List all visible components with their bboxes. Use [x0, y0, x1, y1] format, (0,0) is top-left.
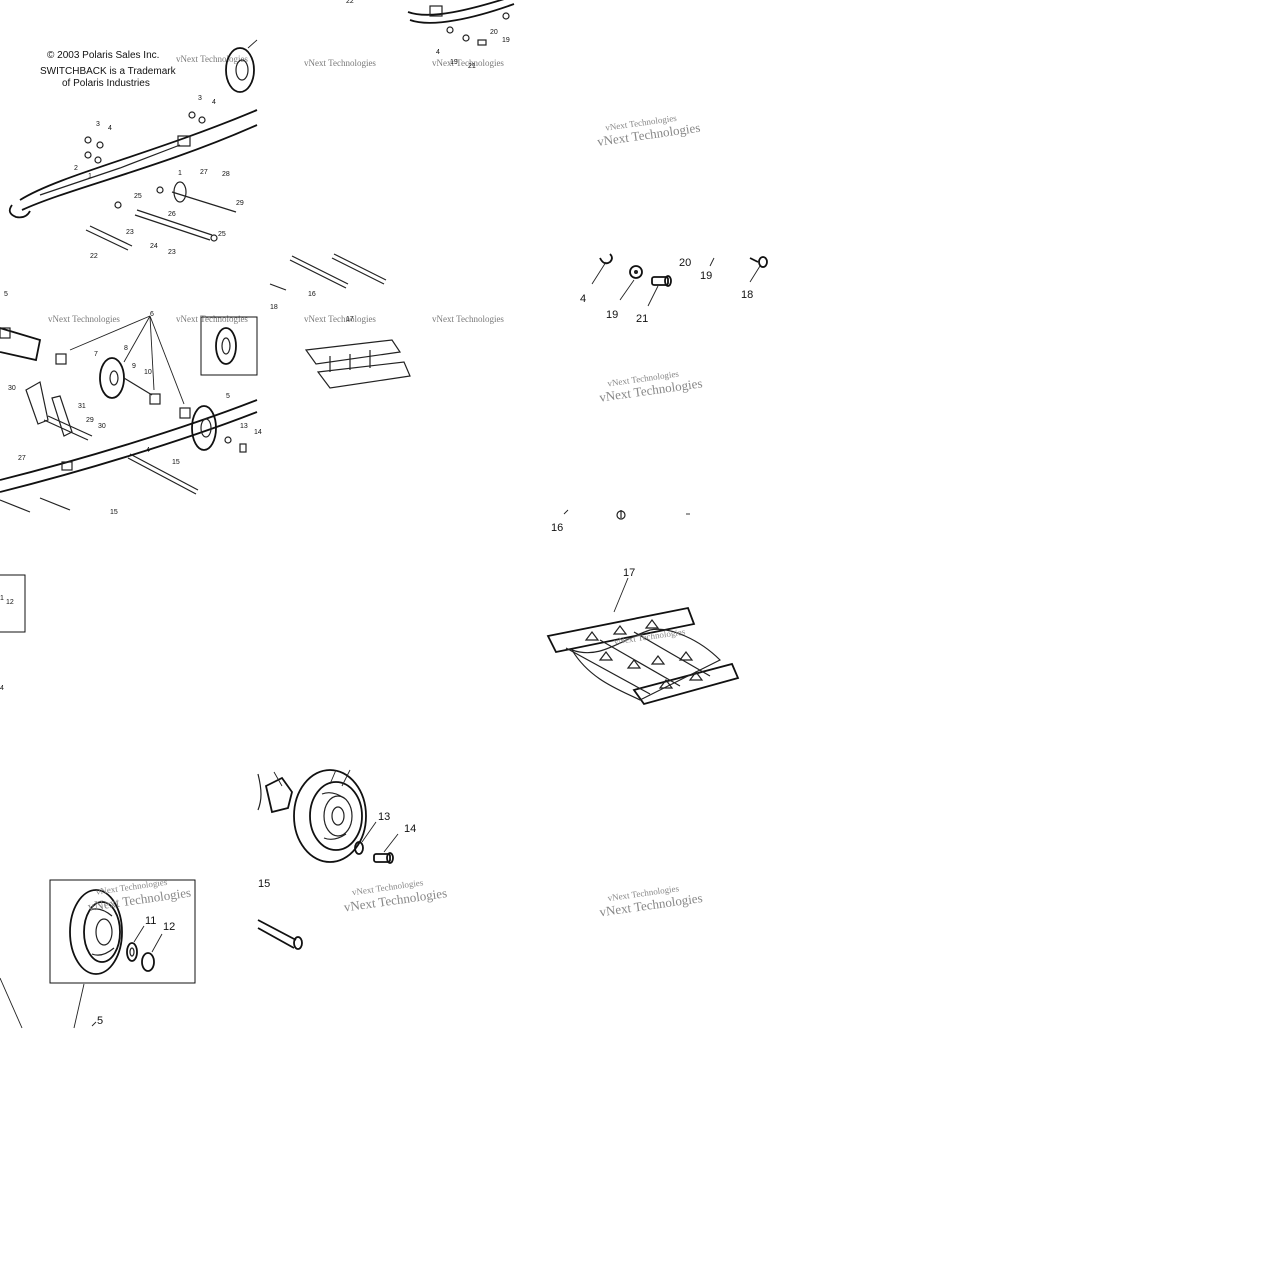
svg-text:25: 25: [134, 193, 142, 200]
svg-text:15: 15: [172, 459, 180, 466]
copyright-line-1: © 2003 Polaris Sales Inc.: [47, 50, 159, 61]
detail-hardware-fasteners: 4 19 21 20 19 18: [580, 253, 768, 325]
svg-text:2: 2: [74, 165, 78, 172]
svg-text:20: 20: [490, 29, 498, 36]
svg-text:17: 17: [346, 316, 354, 323]
watermark-small: vNext Technologies: [48, 314, 120, 324]
svg-text:22: 22: [346, 0, 354, 5]
callout-15: 15: [258, 878, 270, 890]
watermark-large: vNext Technologies vNext Technologies: [596, 113, 701, 149]
svg-text:27: 27: [18, 455, 26, 462]
callout-19: 19: [700, 270, 712, 282]
overview-tile-suspension: vNext Technologies vNext Technologies vN…: [0, 253, 504, 516]
svg-text:4: 4: [108, 125, 112, 132]
watermark-small: vNext Technologies: [176, 54, 248, 64]
svg-text:23: 23: [126, 229, 134, 236]
svg-text:25: 25: [218, 231, 226, 238]
svg-text:24: 24: [150, 243, 158, 250]
detail-track-clip: 17 vNext Technologies: [546, 567, 740, 706]
svg-text:12: 12: [6, 599, 14, 606]
svg-text:21: 21: [468, 63, 476, 70]
watermark-small: vNext Technologies: [176, 314, 248, 324]
callout-11: 11: [145, 915, 156, 927]
svg-text:29: 29: [86, 417, 94, 424]
svg-text:1: 1: [0, 595, 4, 602]
overview-callouts-a: 3 4 3 4 2 1 1 27 28 25 26 29 23 24 23 25…: [74, 95, 244, 260]
watermark-small: vNext Technologies: [432, 314, 504, 324]
axle-shafts-drawing: [85, 181, 237, 251]
callout-18: 18: [741, 289, 753, 301]
copyright-line-3: of Polaris Industries: [62, 78, 150, 89]
callout-13: 13: [378, 811, 390, 823]
svg-text:13: 13: [240, 423, 248, 430]
callout-5: 5: [97, 1015, 103, 1027]
idler-wheel-drawing: [225, 39, 258, 93]
svg-text:18: 18: [270, 304, 278, 311]
svg-text:4: 4: [0, 685, 4, 692]
detail-shaft-fragment: 16: [551, 509, 690, 534]
svg-text:31: 31: [78, 403, 86, 410]
overview-tile-inset-edge: 1 12 4: [0, 574, 26, 692]
callout-19: 19: [606, 309, 618, 321]
watermark-small: vNext Technologies: [304, 314, 376, 324]
svg-text:29: 29: [236, 200, 244, 207]
svg-text:22: 22: [90, 253, 98, 260]
callout-17: 17: [623, 567, 635, 579]
svg-text:14: 14: [254, 429, 262, 436]
slide-rail-drawing: [8, 109, 258, 219]
svg-text:10: 10: [144, 369, 152, 376]
svg-text:30: 30: [8, 385, 16, 392]
svg-text:9: 9: [132, 363, 136, 370]
svg-text:8: 8: [124, 345, 128, 352]
svg-text:30: 30: [98, 423, 106, 430]
svg-text:4: 4: [212, 99, 216, 106]
svg-text:7: 7: [94, 351, 98, 358]
svg-text:16: 16: [308, 291, 316, 298]
callout-20: 20: [679, 257, 691, 269]
svg-text:1: 1: [88, 173, 92, 180]
svg-text:23: 23: [168, 249, 176, 256]
overview-tile-rail-front: © 2003 Polaris Sales Inc. SWITCHBACK is …: [8, 39, 504, 260]
svg-text:6: 6: [150, 311, 154, 318]
copyright-line-2: SWITCHBACK is a Trademark: [40, 66, 177, 77]
callout-4: 4: [580, 293, 586, 305]
watermark-small: vNext Technologies: [432, 58, 504, 68]
callout-21: 21: [636, 313, 648, 325]
watermark-small: vNext Technologies: [304, 58, 376, 68]
svg-text:3: 3: [96, 121, 100, 128]
svg-text:4: 4: [436, 49, 440, 56]
detail-wheel-inset: 11 12 5 vNext Technologies vNext Technol…: [0, 877, 196, 1029]
watermark-large: vNext Technologies vNext Technologies: [598, 883, 703, 919]
detail-idler-wheel: 13 14 15 vNext Technologies vNext Techno…: [257, 769, 448, 950]
svg-text:1: 1: [178, 170, 182, 177]
overview-tile-rail-rear: 22 4 19 21 20 19: [346, 0, 515, 70]
svg-text:27: 27: [200, 169, 208, 176]
watermark-large: vNext Technologies vNext Technologies: [598, 368, 703, 404]
svg-text:19: 19: [450, 59, 458, 66]
svg-text:4: 4: [146, 447, 150, 454]
callout-12: 12: [163, 921, 175, 933]
svg-text:26: 26: [168, 211, 176, 218]
svg-text:19: 19: [502, 37, 510, 44]
svg-text:5: 5: [226, 393, 230, 400]
svg-text:3: 3: [198, 95, 202, 102]
callout-14: 14: [404, 823, 416, 835]
svg-text:15: 15: [110, 509, 118, 516]
callout-16: 16: [551, 522, 563, 534]
svg-text:28: 28: [222, 171, 230, 178]
svg-text:5: 5: [4, 291, 8, 298]
